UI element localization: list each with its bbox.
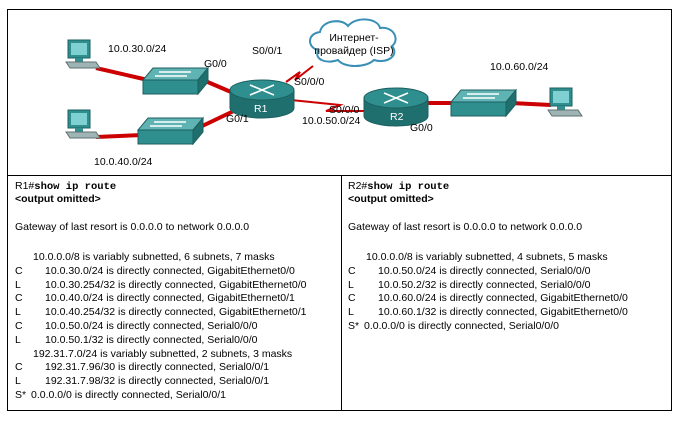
route-line: L 10.0.40.254/32 is directly connected, G… — [15, 306, 307, 319]
route-text: 192.31.7.96/30 is directly connected, Se… — [45, 361, 270, 374]
route-text: 10.0.30.0/24 is directly connected, Giga… — [45, 264, 295, 277]
isp-label-line2: провайдер (ISP) — [314, 45, 393, 57]
link-pc2-switch2 — [95, 133, 144, 139]
route-line: L 10.0.50.2/32 is directly connected, Ser… — [348, 279, 590, 292]
serial-link-r1-isp — [285, 65, 314, 83]
r1-s0-0-0-label: S0/0/0 — [294, 76, 325, 88]
route-code: S* — [348, 320, 360, 332]
serial-links — [285, 65, 373, 112]
figure-frame: Интернет- провайдер (ISP) — [7, 9, 672, 411]
route-code: L — [348, 306, 354, 319]
r2-g0-0-label: G0/0 — [410, 122, 433, 134]
vertical-divider — [341, 176, 342, 411]
route-text: 0.0.0.0/0 is directly connected, Serial0… — [31, 389, 226, 401]
route-code: C — [348, 264, 356, 277]
switch-bottom-icon — [136, 116, 205, 146]
r1-g0-1-label: G0/1 — [226, 113, 249, 125]
pc-left-top-icon — [65, 39, 101, 69]
r1-command: show ip route — [34, 181, 117, 193]
switch-top-icon — [141, 66, 210, 96]
network-label-left-top: 10.0.30.0/24 — [108, 43, 167, 55]
route-line: L 10.0.30.254/32 is directly connected, G… — [15, 279, 307, 292]
route-line: C 10.0.60.0/24 is directly connected, Gig… — [348, 292, 628, 305]
route-line: C 192.31.7.96/30 is directly connected, S… — [15, 361, 269, 374]
route-code: C — [15, 292, 23, 305]
route-line: 192.31.7.0/24 is variably subnetted, 2 s… — [15, 348, 292, 361]
route-line: 10.0.0.0/8 is variably subnetted, 4 subn… — [348, 251, 608, 264]
route-code: L — [15, 333, 21, 346]
route-text: 10.0.0.0/8 is variably subnetted, 6 subn… — [33, 251, 275, 263]
route-line: L 192.31.7.98/32 is directly connected, S… — [15, 375, 269, 388]
isp-cloud-icon: Интернет- провайдер (ISP) — [309, 18, 397, 67]
route-line: 10.0.0.0/8 is variably subnetted, 6 subn… — [15, 251, 275, 264]
route-text: 10.0.40.254/32 is directly connected, Gi… — [45, 306, 307, 319]
route-code: L — [15, 306, 21, 319]
route-code: L — [15, 278, 21, 291]
network-label-wan: 10.0.50.0/24 — [302, 115, 361, 127]
r2-command: show ip route — [367, 181, 450, 193]
r1-output-omitted: <output omitted> — [15, 193, 101, 205]
r1-label: R1 — [254, 103, 268, 115]
route-code: L — [348, 278, 354, 291]
route-text: 0.0.0.0/0 is directly connected, Serial0… — [364, 320, 559, 332]
r1-g0-0-label: G0/0 — [204, 58, 227, 70]
switch-right-icon — [449, 88, 518, 118]
network-label-left-bottom: 10.0.40.0/24 — [94, 156, 153, 168]
pc-left-bottom-icon — [65, 109, 101, 139]
route-text: 10.0.50.0/24 is directly connected, Seri… — [45, 320, 258, 332]
pc-right-icon — [547, 87, 583, 117]
r2-output-omitted: <output omitted> — [348, 193, 434, 205]
r1-s0-0-1-label: S0/0/1 — [252, 45, 283, 57]
router-r2-icon: R2 — [363, 87, 429, 127]
route-line: L 10.0.50.1/32 is directly connected, Ser… — [15, 334, 257, 347]
route-line: C 10.0.50.0/24 is directly connected, Ser… — [15, 320, 257, 333]
route-text: 10.0.30.254/32 is directly connected, Gi… — [45, 278, 307, 291]
r1-gateway-line: Gateway of last resort is 0.0.0.0 to net… — [15, 221, 250, 233]
route-text: 10.0.50.2/32 is directly connected, Seri… — [378, 278, 591, 291]
route-code: C — [15, 320, 23, 332]
r2-label: R2 — [390, 111, 404, 123]
r2-s0-0-0-label: S0/0/0 — [329, 104, 360, 116]
route-text: 10.0.0.0/8 is variably subnetted, 4 subn… — [366, 251, 608, 263]
router-r1-icon: R1 — [229, 79, 295, 119]
route-line: S* 0.0.0.0/0 is directly connected, Seria… — [348, 320, 559, 333]
r2-command-line: R2#show ip route — [348, 180, 449, 194]
r1-output-panel: R1#show ip route <output omitted> Gatewa… — [15, 177, 341, 409]
serial-link-r1-r2 — [290, 99, 373, 112]
network-topology: Интернет- провайдер (ISP) — [65, 18, 583, 168]
link-pc1-switch1 — [95, 66, 149, 82]
isp-label-line1: Интернет- — [329, 32, 379, 44]
r2-gateway-line: Gateway of last resort is 0.0.0.0 to net… — [348, 221, 583, 233]
route-text: 192.31.7.0/24 is variably subnetted, 2 s… — [33, 347, 293, 360]
route-code: C — [348, 292, 356, 305]
network-label-right: 10.0.60.0/24 — [490, 61, 549, 73]
route-code: C — [15, 361, 23, 374]
route-text: 10.0.50.1/32 is directly connected, Seri… — [45, 333, 258, 346]
route-code: S* — [15, 389, 27, 401]
route-line: S* 0.0.0.0/0 is directly connected, Seria… — [15, 389, 226, 402]
route-line: C 10.0.50.0/24 is directly connected, Ser… — [348, 265, 590, 278]
route-text: 10.0.40.0/24 is directly connected, Giga… — [45, 292, 295, 305]
r1-command-line: R1#show ip route — [15, 180, 116, 194]
route-code: C — [15, 264, 23, 277]
route-text: 10.0.60.1/32 is directly connected, Giga… — [378, 306, 628, 319]
r2-prompt: R2# — [348, 180, 368, 192]
r2-output-panel: R2#show ip route <output omitted> Gatewa… — [348, 177, 674, 409]
link-switch3-pc3 — [510, 101, 552, 107]
route-text: 10.0.60.0/24 is directly connected, Giga… — [378, 292, 628, 305]
route-line: C 10.0.40.0/24 is directly connected, Gig… — [15, 292, 295, 305]
route-code: L — [15, 375, 21, 388]
horizontal-divider — [8, 175, 671, 176]
r1-prompt: R1# — [15, 180, 35, 192]
route-line: C 10.0.30.0/24 is directly connected, Gig… — [15, 265, 295, 278]
route-text: 10.0.50.0/24 is directly connected, Seri… — [378, 264, 591, 277]
route-line: L 10.0.60.1/32 is directly connected, Gig… — [348, 306, 628, 319]
route-text: 192.31.7.98/32 is directly connected, Se… — [45, 375, 270, 388]
